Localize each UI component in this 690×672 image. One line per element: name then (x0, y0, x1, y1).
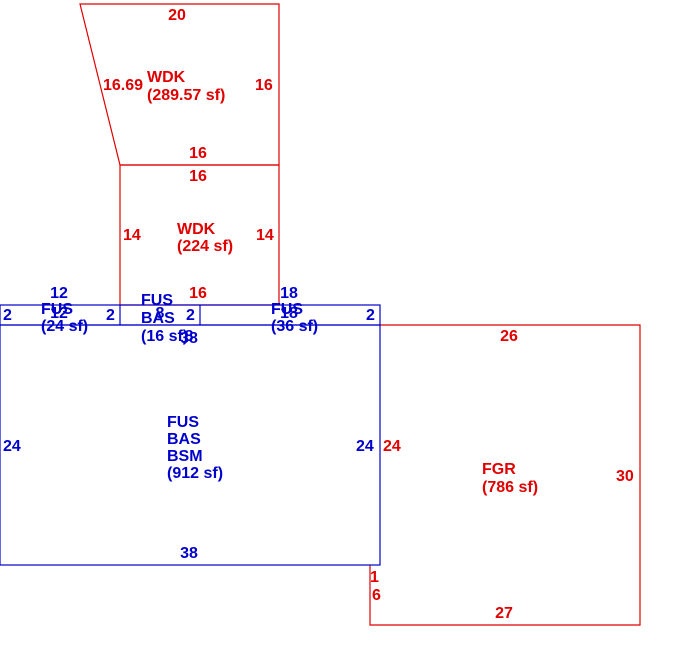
fgr-top-dim: 26 (500, 328, 518, 345)
fgr-code: FGR (482, 461, 516, 478)
wdk-mid-left-dim: 14 (123, 227, 141, 244)
fgr-right-dim: 30 (616, 468, 634, 485)
main-area-outline (0, 324, 381, 566)
main-code-2: BAS (167, 431, 201, 448)
fus-left-bottom-dim: 12 (50, 305, 68, 322)
fgr-left-dim: 24 (383, 438, 401, 455)
wdk-top-bottom-dim: 16 (189, 145, 207, 162)
fus-small-code-1: FUS (141, 292, 173, 309)
main-bottom-dim: 38 (180, 545, 198, 562)
fgr-size: (786 sf) (482, 479, 538, 496)
fgr-jog-dim-a: 1 (370, 569, 379, 586)
main-right-dim: 24 (356, 438, 374, 455)
fus-right-code: FUS (271, 301, 303, 318)
fus-right-top-dim: 18 (280, 285, 298, 302)
wdk-top-right-dim: 16 (255, 77, 273, 94)
wdk-top-code: WDK (147, 69, 186, 86)
fus-right-size: (36 sf) (271, 318, 318, 335)
fus-right-side-dim: 2 (366, 307, 375, 324)
wdk-mid-code: WDK (177, 221, 216, 238)
fus-left-side-right-dim: 2 (106, 307, 115, 324)
fus-right-bottom-dim: 18 (280, 305, 298, 322)
fgr-outline (369, 324, 641, 626)
main-code-3: BSM (167, 448, 203, 465)
fus-small-top-dim: 8 (156, 305, 165, 322)
main-top-dim: 38 (180, 330, 198, 347)
wdk-mid-size: (224 sf) (177, 238, 233, 255)
wdk-mid-bottom-dim: 16 (189, 285, 207, 302)
fus-small-size: (16 sf) (141, 328, 188, 345)
fus-small-bottom-dim: 8 (185, 328, 194, 345)
wdk-mid-right-dim: 14 (256, 227, 274, 244)
wdk-top-top-dim: 20 (168, 7, 186, 24)
wdk-top-size: (289.57 sf) (147, 87, 225, 104)
wdk-mid-top-dim: 16 (189, 168, 207, 185)
fus-small-right-dim: 2 (186, 307, 195, 324)
fus-left-side-left-dim: 2 (3, 307, 12, 324)
wdk-top-left-dim: 16.69 (103, 77, 143, 94)
fus-left-code: FUS (41, 301, 73, 318)
main-left-dim: 24 (3, 438, 21, 455)
main-size: (912 sf) (167, 465, 223, 482)
fgr-jog-dim-b: 6 (372, 587, 381, 604)
fus-small-code-2: BAS (141, 310, 175, 327)
fgr-bottom-dim: 27 (495, 605, 513, 622)
main-code-1: FUS (167, 414, 199, 431)
fus-left-size: (24 sf) (41, 318, 88, 335)
fus-left-top-dim: 12 (50, 285, 68, 302)
